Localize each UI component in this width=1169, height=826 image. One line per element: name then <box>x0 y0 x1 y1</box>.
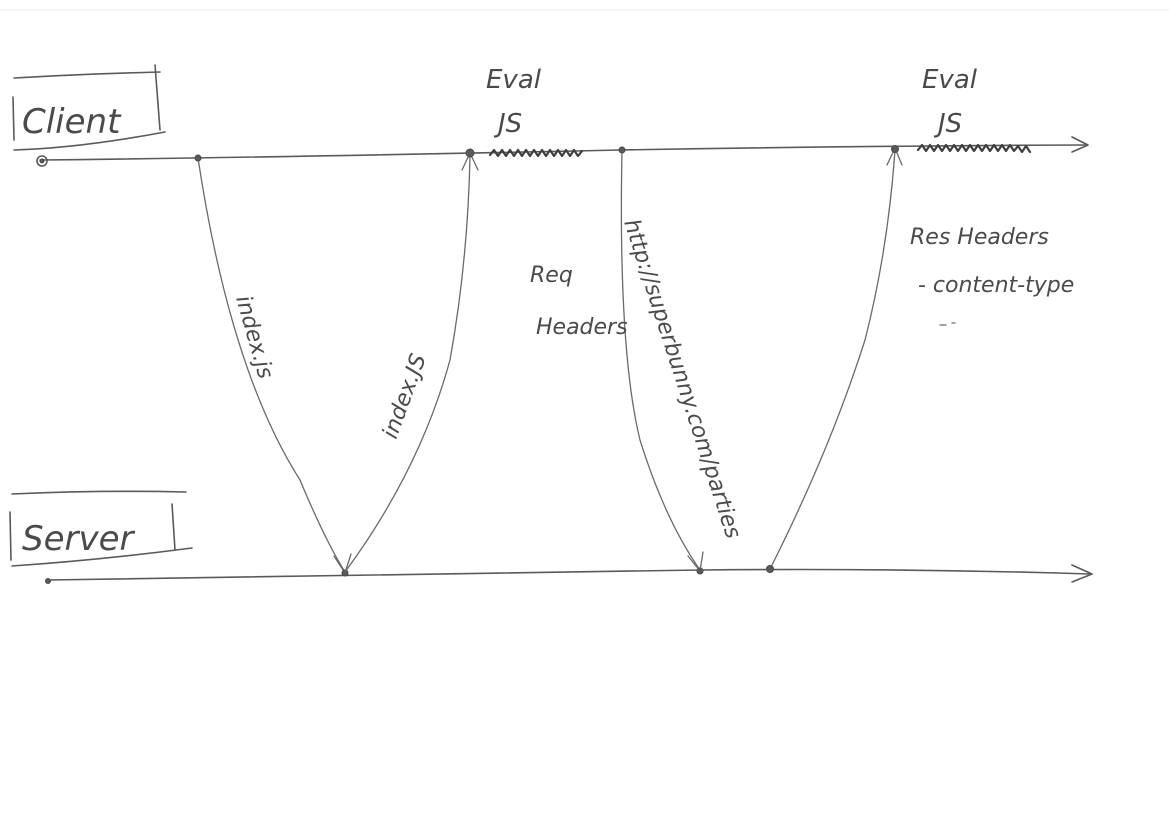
server-box-right <box>171 503 176 551</box>
eval-js-segment-1: Eval JS <box>486 65 584 158</box>
client-timeline-arrowhead <box>1071 136 1089 153</box>
request-2-arrow <box>620 149 701 571</box>
eval-label-2: Eval <box>922 65 978 95</box>
client-box-left <box>12 96 15 141</box>
res-headers-label-line1: Res Headers <box>910 225 1049 250</box>
server-box-left <box>9 511 12 561</box>
request-2-label: http://superbunny.com/parties <box>618 216 745 541</box>
client-lifeline <box>36 136 1089 167</box>
server-box-bottom <box>11 547 193 567</box>
message-response-1: index.JS <box>344 148 479 573</box>
server-timeline <box>47 568 1091 581</box>
js-label-1: JS <box>493 109 522 139</box>
client-box-top <box>13 71 161 79</box>
req-headers-label-line1: Req <box>530 263 573 288</box>
client-label: Client <box>22 102 122 142</box>
client-box-bottom <box>13 131 166 151</box>
res-headers-label-line2: - content-type <box>918 273 1074 298</box>
req-headers-label-line2: Headers <box>536 315 628 340</box>
client-start-dot <box>36 155 48 167</box>
server-timeline-arrowhead <box>1071 564 1093 583</box>
response-1-label: index.JS <box>378 351 432 442</box>
server-lifeline <box>45 564 1093 584</box>
response-2-arrow <box>769 149 896 570</box>
message-request-1: index.js <box>194 154 352 577</box>
server-start-dot <box>45 578 51 584</box>
response-1-arrow <box>344 154 471 573</box>
eval-js-segment-2: Eval JS <box>916 65 1032 154</box>
request-1-arrow <box>197 157 346 573</box>
server-actor: Server <box>9 490 193 567</box>
eval-scribble-1 <box>488 148 584 158</box>
eval-label-1: Eval <box>486 65 542 95</box>
message-response-2: Res Headers - content-type <box>766 145 1074 573</box>
eval-scribble-2 <box>916 143 1032 154</box>
stray-mark <box>939 322 956 326</box>
client-actor: Client <box>12 64 166 151</box>
client-box-right <box>154 64 161 131</box>
message-request-2: http://superbunny.com/parties Req Header… <box>530 146 745 575</box>
js-label-2: JS <box>933 109 962 139</box>
server-label: Server <box>22 519 136 559</box>
server-box-top <box>11 490 187 495</box>
